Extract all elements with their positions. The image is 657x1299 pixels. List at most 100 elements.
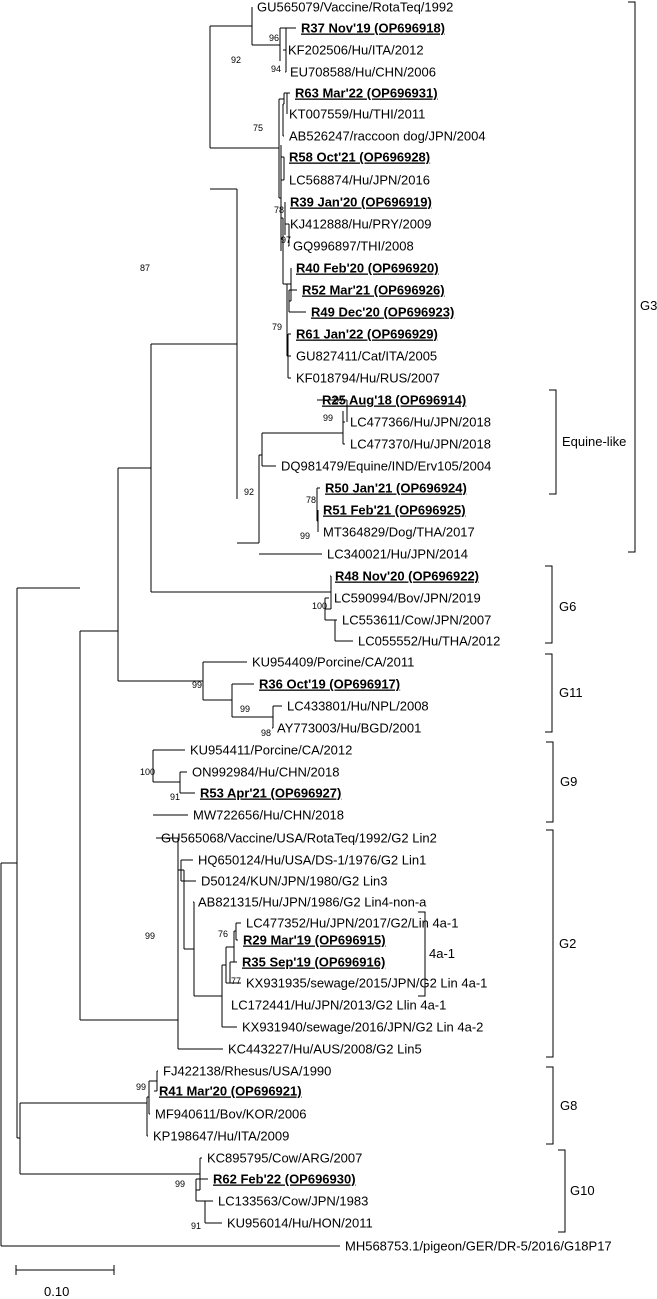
clade-bracket [545, 565, 553, 644]
clade-label: G3 [640, 298, 657, 313]
leaf-label-reference: DQ981479/Equine/IND/Erv105/2004 [281, 459, 491, 474]
bootstrap-value: 92 [231, 55, 241, 65]
leaf-label-reference: AB526247/raccoon dog/JPN/2004 [289, 129, 486, 144]
clade-label: 4a-1 [429, 946, 455, 961]
leaf-label-reference: LC133563/Cow/JPN/1983 [218, 1194, 368, 1209]
leaf-label-sample: R58 Oct'21 (OP696928) [289, 150, 430, 165]
bootstrap-value: 92 [244, 487, 254, 497]
leaf-label-reference: AB821315/Hu/JPN/1986/G2 Lin4-non-a [198, 895, 427, 910]
clade-label: G9 [560, 774, 577, 789]
bootstrap-value: 99 [192, 680, 202, 690]
leaf-label-reference: KJ412888/Hu/PRY/2009 [290, 217, 431, 232]
leaf-label-reference: AY773003/Hu/BGD/2001 [277, 721, 421, 736]
bootstrap-value: 78 [274, 205, 284, 215]
bootstrap-value: 87 [140, 263, 150, 273]
leaf-label-sample: R50 Jan'21 (OP696924) [325, 481, 467, 496]
leaf-label-reference: GU565079/Vaccine/RotaTeq/1992 [257, 0, 453, 15]
bootstrap-value: 99 [240, 704, 250, 714]
bootstrap-value: 97 [281, 235, 291, 245]
bootstrap-value: 76 [218, 929, 228, 939]
bootstrap-value: 97 [334, 395, 344, 405]
clade-label: Equine-like [562, 434, 626, 449]
leaf-label-reference: KC443227/Hu/AUS/2008/G2 Lin5 [228, 1042, 422, 1057]
leaf-label-reference: LC590994/Bov/JPN/2019 [334, 591, 481, 606]
leaf-label-reference: KT007559/Hu/THI/2011 [289, 107, 425, 122]
clade-bracket [549, 389, 557, 495]
clade-label: G11 [559, 685, 583, 700]
leaf-label-sample: R25 Aug'18 (OP696914) [322, 393, 466, 408]
leaf-label-reference: MH568753.1/pigeon/GER/DR-5/2016/G18P17 [345, 1239, 612, 1254]
clade-bracket [546, 741, 554, 823]
bootstrap-value: 99 [300, 531, 310, 541]
leaf-label-sample: R49 Dec'20 (OP696923) [311, 305, 454, 320]
bootstrap-value: 91 [170, 792, 180, 802]
clade-bracket [545, 653, 553, 733]
bootstrap-value: 79 [272, 322, 282, 332]
leaf-label-sample: R39 Jan'20 (OP696919) [290, 195, 432, 210]
leaf-label-reference: MT364829/Dog/THA/2017 [323, 525, 475, 540]
clade-label: G2 [559, 936, 576, 951]
leaf-label-sample: R51 Feb'21 (OP696925) [323, 503, 466, 518]
leaf-label-reference: D50124/KUN/JPN/1980/G2 Lin3 [201, 874, 387, 889]
leaf-label-reference: KF202506/Hu/ITA/2012 [288, 43, 424, 58]
leaf-label-reference: MF940611/Bov/KOR/2006 [155, 1107, 307, 1122]
leaf-label-sample: R40 Feb'20 (OP696920) [296, 261, 439, 276]
clade-bracket [418, 911, 426, 997]
leaf-label-reference: MW722656/Hu/CHN/2018 [193, 808, 344, 823]
leaf-label-sample: R52 Mar'21 (OP696926) [302, 283, 445, 298]
clade-bracket [546, 1066, 554, 1145]
leaf-label-reference: GU827411/Cat/ITA/2005 [296, 349, 437, 364]
bootstrap-value: 96 [269, 33, 279, 43]
leaf-label-reference: KX931935/sewage/2015/JPN/G2 Lin 4a-1 [246, 976, 487, 991]
leaf-label-reference: KX931940/sewage/2016/JPN/G2 Lin 4a-2 [242, 1020, 483, 1035]
leaf-label-reference: LC568874/Hu/JPN/2016 [289, 173, 430, 188]
leaf-label-reference: KP198647/Hu/ITA/2009 [153, 1129, 289, 1144]
bootstrap-value: 98 [261, 728, 271, 738]
leaf-label-sample: R53 Apr'21 (OP696927) [200, 786, 341, 801]
leaf-label-reference: GQ996897/THI/2008 [293, 239, 414, 254]
scale-bar: 0.10 [15, 1265, 115, 1299]
scale-bar-label: 0.10 [44, 1284, 69, 1299]
leaf-label-reference: HQ650124/Hu/USA/DS-1/1976/G2 Lin1 [198, 853, 426, 868]
bootstrap-value: 78 [306, 495, 316, 505]
bootstrap-value: 75 [253, 123, 263, 133]
leaf-label-reference: KF018794/Hu/RUS/2007 [296, 371, 440, 386]
leaf-label-sample: R61 Jan'22 (OP696929) [296, 327, 438, 342]
leaf-label-reference: KU954409/Porcine/CA/2011 [252, 655, 414, 670]
leaf-label-reference: LC172441/Hu/JPN/2013/G2 Llin 4a-1 [231, 998, 446, 1013]
tree-branches [0, 7, 353, 1247]
bootstrap-values: 96 94 92 75 78 97 79 87 97 99 92 78 99 100 99 99 98 100 91… [136, 33, 344, 1231]
leaf-label-sample: R37 Nov'19 (OP696918) [301, 21, 445, 36]
clade-bracket [628, 1, 636, 553]
leaf-label-reference: LC055552/Hu/THA/2012 [358, 634, 500, 649]
bootstrap-value: 99 [145, 931, 155, 941]
bootstrap-value: 99 [136, 1082, 146, 1092]
leaf-label-sample: R48 Nov'20 (OP696922) [335, 569, 479, 584]
clade-label: G10 [570, 1183, 595, 1198]
clade-bracket [558, 1149, 566, 1233]
leaf-label-sample: R63 Mar'22 (OP696931) [295, 86, 438, 101]
leaf-label-reference: KC895795/Cow/ARG/2007 [207, 1151, 362, 1166]
bootstrap-value: 77 [231, 976, 241, 986]
clade-label: G6 [559, 599, 576, 614]
bootstrap-value: 100 [312, 601, 327, 611]
leaf-label-reference: GU565068/Vaccine/USA/RotaTeq/1992/G2 Lin… [161, 831, 437, 846]
leaf-label-reference: LC477370/Hu/JPN/2018 [350, 437, 491, 452]
leaf-label-reference: ON992984/Hu/CHN/2018 [192, 765, 339, 780]
leaf-label-sample: R41 Mar'20 (OP696921) [159, 1084, 302, 1099]
leaf-label-reference: LC433801/Hu/NPL/2008 [287, 699, 429, 714]
leaf-label-reference: LC553611/Cow/JPN/2007 [342, 613, 491, 628]
leaf-label-reference: LC477352/Hu/JPN/2017/G2/Lin 4a-1 [246, 916, 458, 931]
clade-label: G8 [560, 1098, 577, 1113]
leaf-label-reference: KU956014/Hu/HON/2011 [227, 1216, 373, 1231]
leaf-label-sample: R35 Sep'19 (OP696916) [242, 955, 385, 970]
leaf-label-sample: R62 Feb'22 (OP696930) [213, 1172, 356, 1187]
leaf-label-sample: R36 Oct'19 (OP696917) [259, 677, 400, 692]
bootstrap-value: 99 [175, 1179, 185, 1189]
bootstrap-value: 100 [140, 767, 155, 777]
bootstrap-value: 94 [271, 64, 281, 74]
bootstrap-value: 91 [191, 1221, 201, 1231]
